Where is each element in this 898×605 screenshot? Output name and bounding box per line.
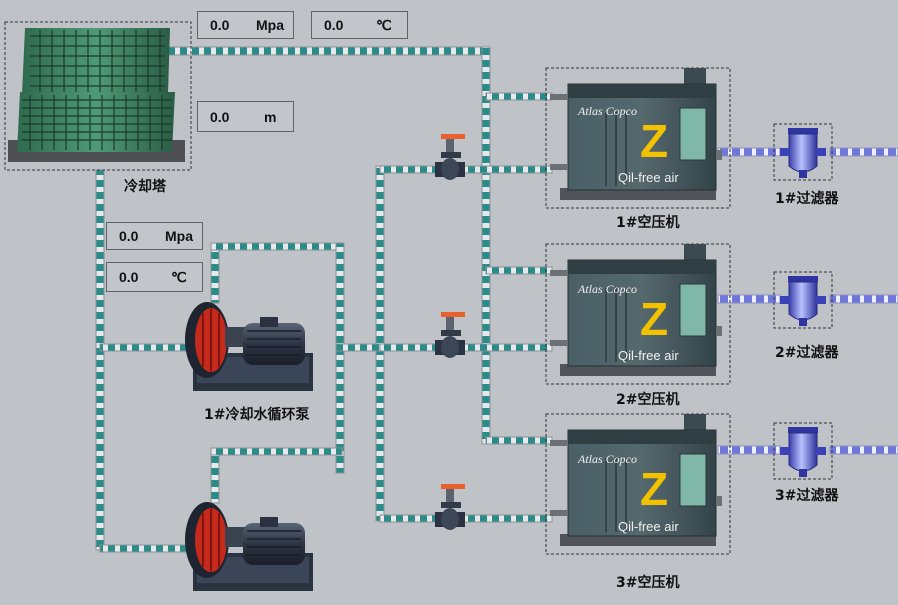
- tower-level-readout: 0.0 m: [197, 101, 294, 132]
- compressor-3-brand: Atlas Copco: [578, 452, 637, 466]
- tower-pressure-value: 0.0: [210, 17, 230, 33]
- compressor-1[interactable]: [545, 67, 731, 209]
- filter-2-label: 2#过滤器: [775, 345, 839, 361]
- pump-pressure-value: 0.0: [119, 228, 139, 244]
- pump-temperature-readout: 0.0 ℃: [106, 262, 203, 292]
- tower-temperature-readout: 0.0 ℃: [311, 11, 408, 39]
- tower-pressure-readout: 0.0 Mpa: [197, 11, 294, 39]
- compressor-2-brand: Atlas Copco: [578, 282, 637, 296]
- filter-3-label: 3#过滤器: [775, 488, 839, 504]
- filter-3[interactable]: [773, 422, 833, 480]
- compressor-3-label: 3#空压机: [616, 575, 680, 591]
- valve-1[interactable]: [435, 134, 465, 180]
- tower-pressure-unit: Mpa: [256, 17, 284, 33]
- valve-2[interactable]: [435, 312, 465, 358]
- cooling-tower[interactable]: [4, 21, 192, 171]
- compressor-3[interactable]: [545, 413, 731, 555]
- pump-1[interactable]: [185, 302, 313, 391]
- compressor-1-label: 1#空压机: [616, 215, 680, 231]
- compressor-1-model: Qil-free air: [618, 170, 679, 185]
- filter-1-label: 1#过滤器: [775, 191, 839, 207]
- filter-1[interactable]: [773, 123, 833, 181]
- tower-temperature-value: 0.0: [324, 17, 344, 33]
- compressor-1-brand: Atlas Copco: [578, 104, 637, 118]
- tower-level-unit: m: [264, 109, 277, 125]
- filter-2[interactable]: [773, 271, 833, 329]
- compressor-3-model: Qil-free air: [618, 519, 679, 534]
- compressor-2-model: Qil-free air: [618, 348, 679, 363]
- valve-3[interactable]: [435, 484, 465, 530]
- pump-temperature-value: 0.0: [119, 269, 139, 285]
- pump-pressure-readout: 0.0 Mpa: [106, 222, 203, 250]
- compressor-2[interactable]: [545, 243, 731, 385]
- compressor-1-badge: Z: [640, 115, 669, 167]
- tower-temperature-unit: ℃: [376, 17, 392, 33]
- pump-temperature-unit: ℃: [171, 269, 187, 285]
- pump-pressure-unit: Mpa: [165, 228, 193, 244]
- compressor-2-label: 2#空压机: [616, 392, 680, 408]
- cooling-tower-label: 冷却塔: [124, 179, 166, 195]
- tower-level-value: 0.0: [210, 109, 230, 125]
- compressor-2-badge: Z: [640, 293, 669, 345]
- compressor-3-badge: Z: [640, 463, 669, 515]
- pump-1-label: 1#冷却水循环泵: [204, 407, 310, 423]
- water-pipe-network: [95, 46, 553, 553]
- pump-2[interactable]: [185, 502, 313, 591]
